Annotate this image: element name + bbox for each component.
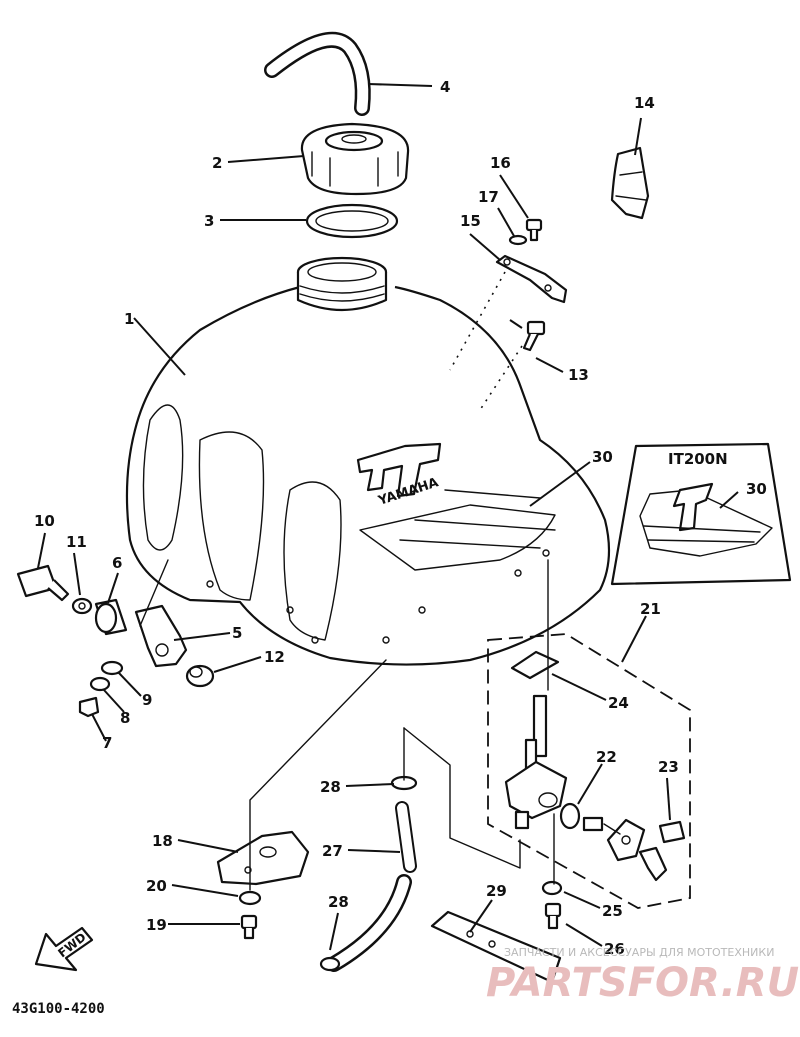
drawing-code: 43G100-4200 <box>12 1001 105 1017</box>
fuel-cock-gasket <box>559 802 581 830</box>
callout-11: 11 <box>66 533 87 551</box>
callout-4: 4 <box>440 78 450 96</box>
inset-title: IT200N <box>668 450 728 468</box>
callout-3: 3 <box>204 212 214 230</box>
fuel-cock-washer <box>541 880 563 896</box>
rear-bolt <box>240 914 258 940</box>
fuel-cock-o-ring <box>510 650 560 680</box>
left-washer <box>89 676 111 692</box>
callout-30-inset: 30 <box>746 480 767 498</box>
callout-1: 1 <box>124 310 134 328</box>
callout-5: 5 <box>232 624 242 642</box>
callout-9: 9 <box>142 691 152 709</box>
fuel-cock-body <box>504 694 568 830</box>
fuel-tank <box>125 256 611 666</box>
tank-band <box>610 146 650 220</box>
callout-14: 14 <box>634 94 655 112</box>
damper <box>94 598 128 636</box>
cap-gasket <box>305 203 399 239</box>
damper-bolt <box>16 564 70 602</box>
callout-20: 20 <box>146 877 167 895</box>
callout-28-lower: 28 <box>328 893 349 911</box>
fuel-cock-group-outline <box>487 633 691 909</box>
forward-arrow: FWD <box>34 926 94 972</box>
left-screw <box>78 696 100 718</box>
fuel-breather-hose <box>210 31 371 125</box>
fuel-cock-lever-plate <box>606 818 646 862</box>
callout-labels: 1 2 3 4 5 6 7 8 9 10 11 12 13 14 15 16 1… <box>34 78 767 958</box>
fuel-cock-knob <box>638 846 668 882</box>
hose-clip-lower <box>319 956 341 972</box>
fuel-cock-bolt <box>544 902 562 930</box>
fuel-cap <box>300 122 410 196</box>
side-bracket <box>134 604 188 668</box>
callout-21: 21 <box>640 600 661 618</box>
collar <box>71 597 93 615</box>
callout-16: 16 <box>490 154 511 172</box>
watermark-brand: PARTSFOR.RU <box>486 960 799 1006</box>
callout-15: 15 <box>460 212 481 230</box>
callout-17: 17 <box>478 188 499 206</box>
callout-2: 2 <box>212 154 222 172</box>
callout-13: 13 <box>568 366 589 384</box>
watermark: ЗАПЧАСТИ И АКСЕССУАРЫ ДЛЯ МОТОТЕХНИКИ PA… <box>486 946 799 1006</box>
callout-28-upper: 28 <box>320 778 341 796</box>
fuel-cock-spring <box>582 816 604 832</box>
callout-25: 25 <box>602 902 623 920</box>
rear-washer <box>238 890 262 906</box>
callout-22: 22 <box>596 748 617 766</box>
callout-30: 30 <box>592 448 613 466</box>
callout-19: 19 <box>146 916 167 934</box>
callout-18: 18 <box>152 832 173 850</box>
assembly-lines <box>139 271 621 891</box>
callout-27: 27 <box>322 842 343 860</box>
fuel-pipe <box>326 801 417 972</box>
callout-10: 10 <box>34 512 55 530</box>
callout-8: 8 <box>120 709 130 727</box>
callout-6: 6 <box>112 554 122 572</box>
inset-it200n: IT200N <box>610 442 792 586</box>
callout-29: 29 <box>486 882 507 900</box>
callout-12: 12 <box>264 648 285 666</box>
tank-mount-bolt <box>522 320 546 352</box>
mount-bracket <box>495 254 568 304</box>
rubber-spacer <box>185 664 215 688</box>
leader-lines <box>37 83 739 951</box>
bracket-washer <box>508 234 528 246</box>
protector-plate <box>430 910 562 984</box>
bracket-bolt <box>525 218 543 242</box>
callout-24: 24 <box>608 694 629 712</box>
watermark-caption: ЗАПЧАСТИ И АКСЕССУАРЫ ДЛЯ МОТОТЕХНИКИ <box>504 946 774 959</box>
callout-23: 23 <box>658 758 679 776</box>
callout-26: 26 <box>604 940 625 958</box>
left-nut <box>100 660 124 676</box>
rear-bracket <box>216 830 310 886</box>
callout-7: 7 <box>102 734 112 752</box>
fuel-cock-screw <box>658 820 686 844</box>
